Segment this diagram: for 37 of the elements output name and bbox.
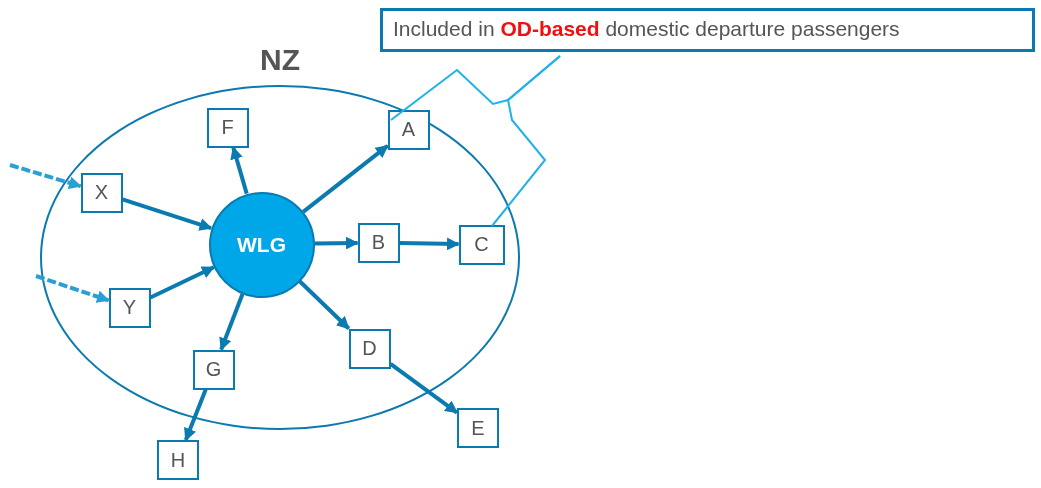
node-label: D — [362, 337, 377, 360]
node-label: X — [94, 181, 109, 204]
node-label: H — [170, 448, 186, 472]
node-label: WLG — [237, 232, 286, 257]
arrow — [9, 163, 82, 189]
node-box — [357, 222, 400, 263]
arrow — [149, 265, 215, 300]
node-label: Y — [122, 296, 137, 319]
node-box — [348, 328, 391, 369]
arrow — [301, 144, 389, 214]
arrow — [219, 293, 245, 351]
node-label: F — [221, 116, 234, 139]
arrow — [314, 236, 359, 250]
node-label: G — [205, 358, 222, 381]
node-box — [206, 107, 249, 148]
arrow — [389, 362, 459, 415]
node-label: E — [471, 416, 485, 440]
node-label: A — [401, 118, 416, 141]
leader-line — [491, 55, 561, 227]
arrow — [183, 388, 208, 442]
arrow — [121, 197, 213, 231]
node-box — [157, 440, 199, 480]
arrow — [35, 274, 110, 303]
node-box — [80, 172, 123, 213]
node-box — [108, 287, 151, 328]
arrow — [298, 279, 351, 330]
region-label: NZ — [259, 43, 301, 77]
node-box — [457, 408, 499, 448]
arrow — [230, 146, 249, 195]
node-label: B — [371, 231, 386, 254]
node-label: C — [474, 233, 489, 256]
node-box — [192, 349, 235, 390]
node-box — [458, 224, 505, 265]
arrow — [399, 237, 460, 251]
callout-text: Included in OD-based domestic departure passengers — [393, 17, 900, 40]
callout-box — [380, 8, 1035, 52]
node-box — [387, 109, 430, 150]
